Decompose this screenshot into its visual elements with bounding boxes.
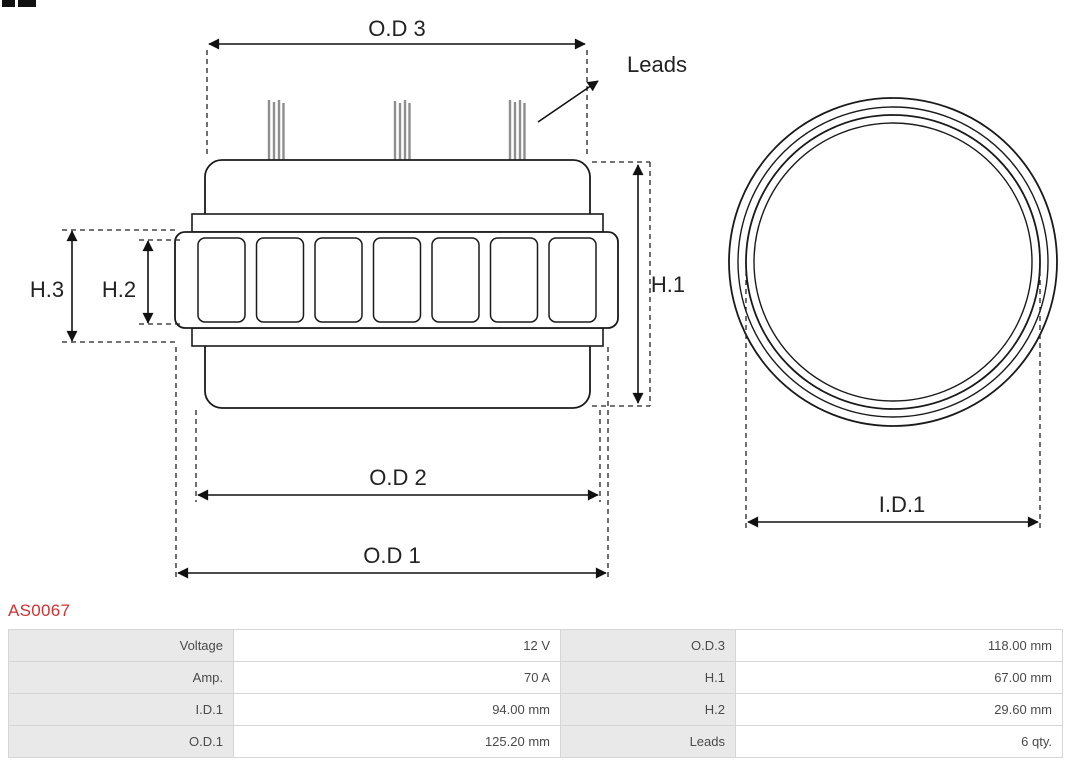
table-row: O.D.1 125.20 mm Leads 6 qty. (8, 725, 1063, 758)
table-row: Amp. 70 A H.1 67.00 mm (8, 661, 1063, 694)
spec-value: 125.20 mm (233, 725, 561, 758)
dimension-lines (66, 38, 1039, 579)
spec-table: Voltage 12 V O.D.3 118.00 mm Amp. 70 A H… (8, 629, 1063, 758)
stator-side-view (174, 100, 619, 409)
leads-pointer-arrow (537, 80, 599, 123)
spec-label: H.1 (560, 661, 736, 694)
dim-label-h3: H.3 (30, 277, 64, 302)
stator-shoulder-bottom (191, 327, 604, 347)
spec-label: Voltage (8, 629, 234, 662)
spec-value: 12 V (233, 629, 561, 662)
spec-value: 94.00 mm (233, 693, 561, 726)
logo-mark (18, 0, 36, 7)
table-row: I.D.1 94.00 mm H.2 29.60 mm (8, 693, 1063, 726)
dim-label-od1: O.D 1 (363, 543, 420, 568)
leads-label: Leads (627, 52, 687, 77)
extension-lines (62, 50, 1041, 580)
dim-label-od2: O.D 2 (369, 465, 426, 490)
core-slots (197, 237, 597, 323)
dim-label-h2: H.2 (102, 277, 136, 302)
spec-label: Leads (560, 725, 736, 758)
spec-label: O.D.3 (560, 629, 736, 662)
stator-diagram-svg: O.D 3 Leads H.1 H.3 H.2 O.D 2 O.D 1 I.D.… (30, 16, 1058, 580)
logo-mark (2, 0, 15, 7)
spec-value: 29.60 mm (735, 693, 1063, 726)
spec-label: O.D.1 (8, 725, 234, 758)
dim-label-od3: O.D 3 (368, 16, 425, 41)
spec-label: Amp. (8, 661, 234, 694)
dim-label-id1: I.D.1 (879, 492, 925, 517)
logo-fragment (2, 0, 42, 7)
dim-label-h1: H.1 (651, 272, 685, 297)
table-row: Voltage 12 V O.D.3 118.00 mm (8, 629, 1063, 662)
spec-label: H.2 (560, 693, 736, 726)
spec-label: I.D.1 (8, 693, 234, 726)
spec-value: 6 qty. (735, 725, 1063, 758)
spec-value: 67.00 mm (735, 661, 1063, 694)
spec-value: 70 A (233, 661, 561, 694)
spec-value: 118.00 mm (735, 629, 1063, 662)
stator-front-view (728, 97, 1058, 427)
part-number: AS0067 (8, 601, 71, 620)
stator-technical-drawing: O.D 3 Leads H.1 H.3 H.2 O.D 2 O.D 1 I.D.… (30, 16, 1058, 580)
lead-wires (267, 100, 526, 161)
stator-shoulder-top (191, 213, 604, 233)
